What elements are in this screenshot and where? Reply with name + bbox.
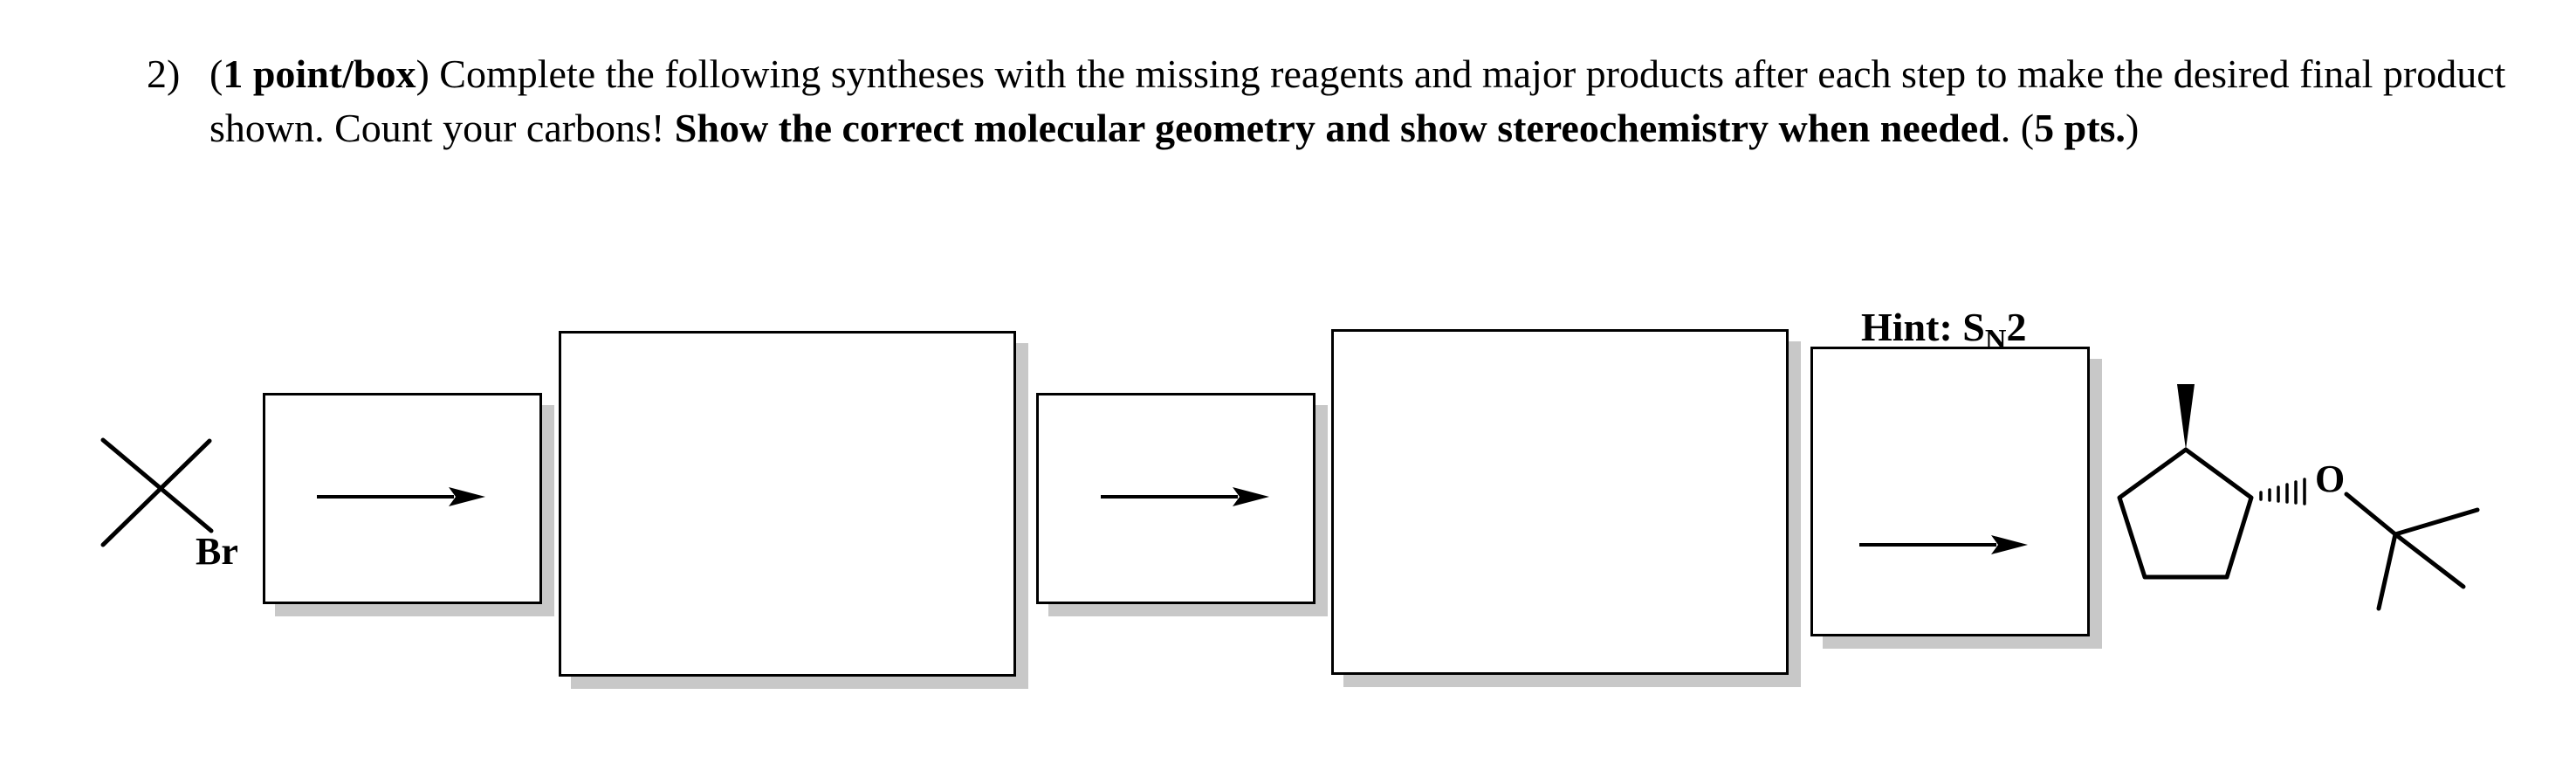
hint-subscript: N <box>1984 324 2007 356</box>
sn2-hint: Hint: SN2 <box>1861 306 2026 362</box>
final-product-structure <box>2117 384 2480 611</box>
points-label: 1 point/box <box>223 52 416 96</box>
reagent-box-2[interactable] <box>1036 393 1315 604</box>
product-box-2[interactable] <box>1331 329 1789 675</box>
instruction-text: Complete the following syntheses with th… <box>210 52 2506 150</box>
bromine-label: Br <box>196 530 238 573</box>
reagent-box-3[interactable] <box>1810 347 2090 636</box>
oxygen-label: O <box>2315 457 2346 500</box>
points-suffix: ) <box>2125 106 2140 150</box>
points-prefix: . ( <box>2000 106 2035 150</box>
hint-prefix: Hint: S <box>1861 305 1985 349</box>
hint-suffix: 2 <box>2006 305 2027 349</box>
question-number: 2) <box>147 52 181 96</box>
starting-material-structure <box>100 437 214 547</box>
product-box-1[interactable] <box>559 331 1016 677</box>
question-text: (1 point/box) Complete the following syn… <box>210 52 2506 150</box>
total-points: 5 pts. <box>2034 106 2126 150</box>
reagent-box-1[interactable] <box>263 393 542 604</box>
emphasis-text: Show the correct molecular geometry and … <box>674 106 2001 150</box>
